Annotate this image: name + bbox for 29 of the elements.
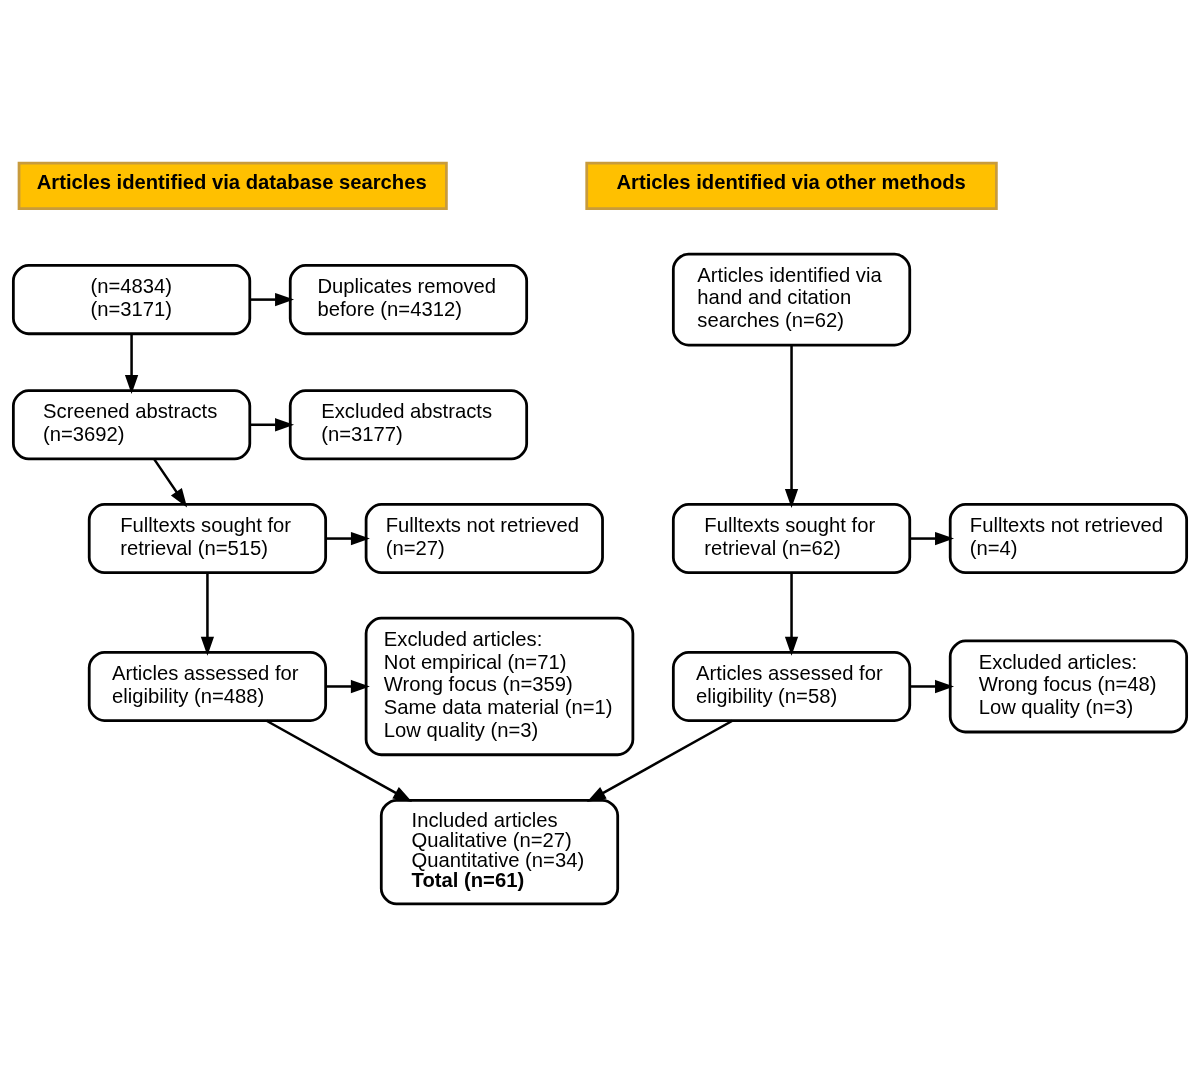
arrow — [250, 418, 295, 432]
arrow — [325, 531, 370, 546]
arrow — [784, 572, 799, 656]
arrow — [250, 292, 295, 307]
arrow — [200, 572, 215, 656]
node-box: Excluded abstracts (n=3177) — [288, 389, 529, 461]
node-box: Articles identified via database searches — [17, 161, 448, 210]
arrow — [909, 531, 955, 546]
node-box: Fulltexts sought for retrieval (n=62) — [671, 503, 912, 575]
node-box: Duplicates removed before (n=4312) — [288, 264, 529, 336]
node-box: Fulltexts sought for retrieval (n=515) — [87, 503, 328, 575]
node-box: Excluded articles: Wrong focus (n=48) Low quality (n=3) — [948, 639, 1189, 734]
node-box: Excluded articles: Not empirical (n=71) Wrong focus (n=359) Same data material (n=1) Low quality (n=3) — [364, 616, 635, 757]
node-box: Fulltexts not retrieved (n=4) — [948, 503, 1189, 575]
node-box: Articles assessed for eligibility (n=58) — [671, 650, 912, 722]
node-box: Articles identified via other methods — [585, 161, 998, 210]
node-box: Articles assessed for eligibility (n=488) — [87, 650, 328, 722]
node-box: (n=4834) (n=3171) — [11, 264, 252, 336]
node-box: Articles identified via hand and citation searches (n=62) — [671, 252, 912, 347]
arrow — [153, 458, 188, 508]
arrow — [326, 679, 370, 694]
node-box: Fulltexts not retrieved (n=27) — [364, 503, 604, 575]
arrow — [124, 334, 139, 395]
node-box: Screened abstracts (n=3692) — [11, 389, 252, 461]
arrow — [909, 679, 955, 694]
arrow — [586, 719, 734, 803]
arrow — [784, 345, 799, 508]
node-box: Included articles Qualitative (n=27) Quantitative (n=34) Total (n=61) — [379, 798, 620, 906]
arrow — [265, 719, 413, 803]
